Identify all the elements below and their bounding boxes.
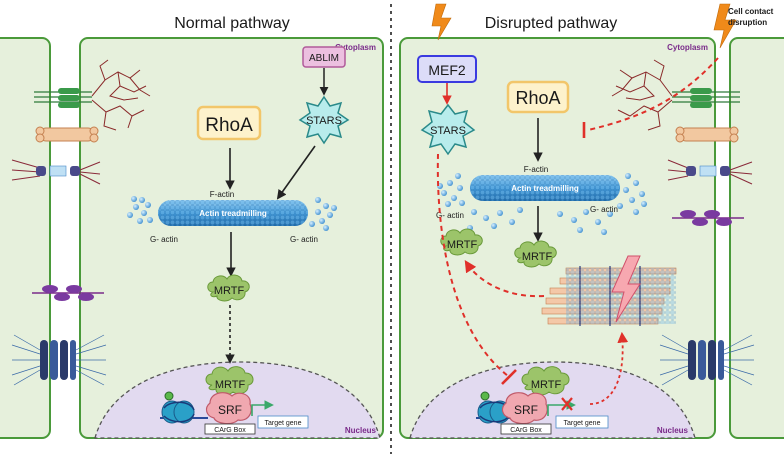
cell-contact-disruption-line2: disruption [728,18,767,27]
mrtf-label-disrupted-left: MRTF [447,239,478,251]
nucleus-label-normal: Nucleus [345,426,377,435]
blocked-x-icon [561,397,573,411]
mrtf-cloud-disrupted-right [514,240,557,268]
cytoplasm-label-normal: Cytoplasm [335,43,376,52]
carg-box-normal [204,423,256,435]
right-neighbor-cell [729,37,784,439]
lightning-bolt-icon [431,3,452,41]
g-actin-monomers-disrupted [437,173,647,235]
cadherin-icon [32,285,104,301]
mrtf-nuclear-normal [205,366,254,396]
stars-label-disrupted: STARS [430,125,466,137]
title-disrupted: Disrupted pathway [485,15,618,32]
rhoa-label-normal: RhoA [205,115,253,136]
mrtf-cloud-disrupted-left [440,228,483,256]
mef2-box [417,55,477,83]
ablim-box [302,46,346,68]
actin-filament-disrupted [470,175,620,201]
carg-box-label-disrupted: CArG Box [510,427,542,434]
mrtf-nuclear-disrupted [521,366,570,396]
factin-label-disrupted: F-actin [524,165,548,174]
gactin-left-label-disrupted: G- actin [436,211,464,220]
title-normal: Normal pathway [174,15,290,32]
treadmilling-label-disrupted: Actin treadmilling [511,184,579,193]
keratin-network-icon [91,59,151,131]
adherens-junction-icon [35,126,99,143]
lightning-bolt-icon [713,3,737,49]
srf-label-normal: SRF [218,403,242,417]
carg-box-label-normal: CArG Box [214,427,246,434]
lightning-bolt-icon [611,255,641,323]
mrtf-nuclear-label-disrupted: MRTF [531,379,562,391]
nucleosome-icon [160,391,208,424]
target-gene-box-normal [257,415,309,429]
mrtf-label-disrupted-right: MRTF [522,251,553,263]
stars-star-disrupted [420,103,476,156]
g-actin-monomers-normal [127,196,337,231]
transcription-arrow-normal [251,400,274,416]
desmosome-icon [34,88,92,108]
desmosome-icon [672,88,740,108]
srf-blob-normal [205,392,252,425]
gactin-left-label-normal: G- actin [150,235,178,244]
mrtf-cloud-normal [207,274,250,302]
cadherin-icon [672,210,744,226]
srf-label-disrupted: SRF [514,403,538,417]
adherens-junction-icon [675,126,739,143]
rhoa-box-normal [196,105,262,141]
mef2-label: MEF2 [428,62,466,78]
rhoa-label-disrupted: RhoA [515,88,560,108]
mrtf-label-normal: MRTF [214,285,245,297]
ablim-label: ABLIM [309,53,339,64]
integrin-icon [11,334,107,386]
treadmilling-label-normal: Actin treadmilling [199,209,267,218]
keratin-network-icon [611,59,673,131]
tight-junction-icon [11,159,101,185]
gactin-right-label-normal: G- actin [290,235,318,244]
stars-star-normal [298,95,350,145]
arrow-stars-factin [276,145,316,200]
rhoa-box-disrupted [506,80,570,114]
integrin-icon [659,334,755,386]
factin-label-normal: F-actin [210,190,234,199]
cytoplasm-label-disrupted: Cytoplasm [667,43,708,52]
target-gene-label-disrupted: Target gene [564,420,601,427]
gactin-right-label-disrupted: G- actin [590,205,618,214]
feedback-arrow-myofibril-mrtf [464,259,545,298]
junctions-left [11,59,151,386]
carg-box-disrupted [500,423,552,435]
target-gene-label-normal: Target gene [265,420,302,427]
arrow-nucleus-myofibril [589,331,629,405]
inhibition-bar-nuclear-mrtf [501,369,517,385]
nucleus-label-disrupted: Nucleus [657,426,689,435]
inhibition-stars-nuclear-mrtf [436,153,509,377]
inhibition-disruption-rhoa [587,57,719,131]
junctions-right [611,59,755,386]
cell-contact-disruption-line1: Cell contact [728,7,774,16]
tight-junction-icon [667,159,753,185]
stars-label-normal: STARS [306,115,342,127]
srf-blob-disrupted [501,392,548,425]
actin-filament-normal [158,200,308,226]
target-gene-box-disrupted [555,415,609,429]
mrtf-nuclear-label-normal: MRTF [215,379,246,391]
